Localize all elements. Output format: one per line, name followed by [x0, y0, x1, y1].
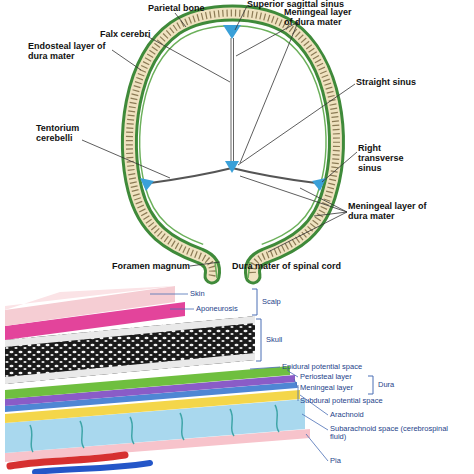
part-label: Dura — [378, 381, 394, 389]
endosteal-layer — [129, 13, 336, 276]
part-label: Right transverse sinus — [358, 144, 424, 174]
part-label: Epidural potential space — [282, 363, 362, 371]
part-label: Periosteal layer — [300, 373, 352, 381]
part-label: Meningeal layer of dura mater — [348, 202, 440, 222]
falx-cerebri — [231, 38, 234, 165]
part-label: Arachnoid — [330, 411, 364, 419]
part-label: Dura mater of spinal cord — [232, 262, 341, 272]
meningeal-layer — [140, 26, 326, 245]
part-label: Endosteal layer of dura mater — [28, 42, 126, 62]
part-label: Subdural potential space — [300, 397, 383, 405]
part-label: Pia — [330, 457, 341, 465]
part-label: Scalp — [262, 298, 281, 306]
skull-section — [129, 13, 336, 278]
part-label: Straight sinus — [356, 78, 416, 88]
part-label: Meningeal layer of dura mater — [284, 8, 362, 28]
bone-texture — [129, 13, 336, 276]
straight-sinus — [225, 161, 239, 173]
part-label: Falx cerebri — [100, 30, 151, 40]
left-transverse-sinus — [140, 178, 154, 191]
part-label: Meningeal layer — [300, 384, 353, 392]
leader-lines-top — [82, 6, 357, 266]
superior-sagittal-sinus — [223, 25, 241, 39]
layer-illustration — [5, 286, 310, 472]
part-label: Skull — [266, 336, 282, 344]
part-label: Subarachnoid space (cerebrospinal fluid) — [330, 425, 450, 442]
part-label: Foramen magnum — [112, 262, 190, 272]
brackets — [252, 289, 373, 394]
part-label: Tentorium cerebelli — [36, 124, 98, 144]
parietal-bone — [129, 13, 336, 276]
part-label: Parietal bone — [148, 4, 205, 14]
part-label: Aponeurosis — [196, 305, 238, 313]
part-label: Skin — [190, 290, 205, 298]
